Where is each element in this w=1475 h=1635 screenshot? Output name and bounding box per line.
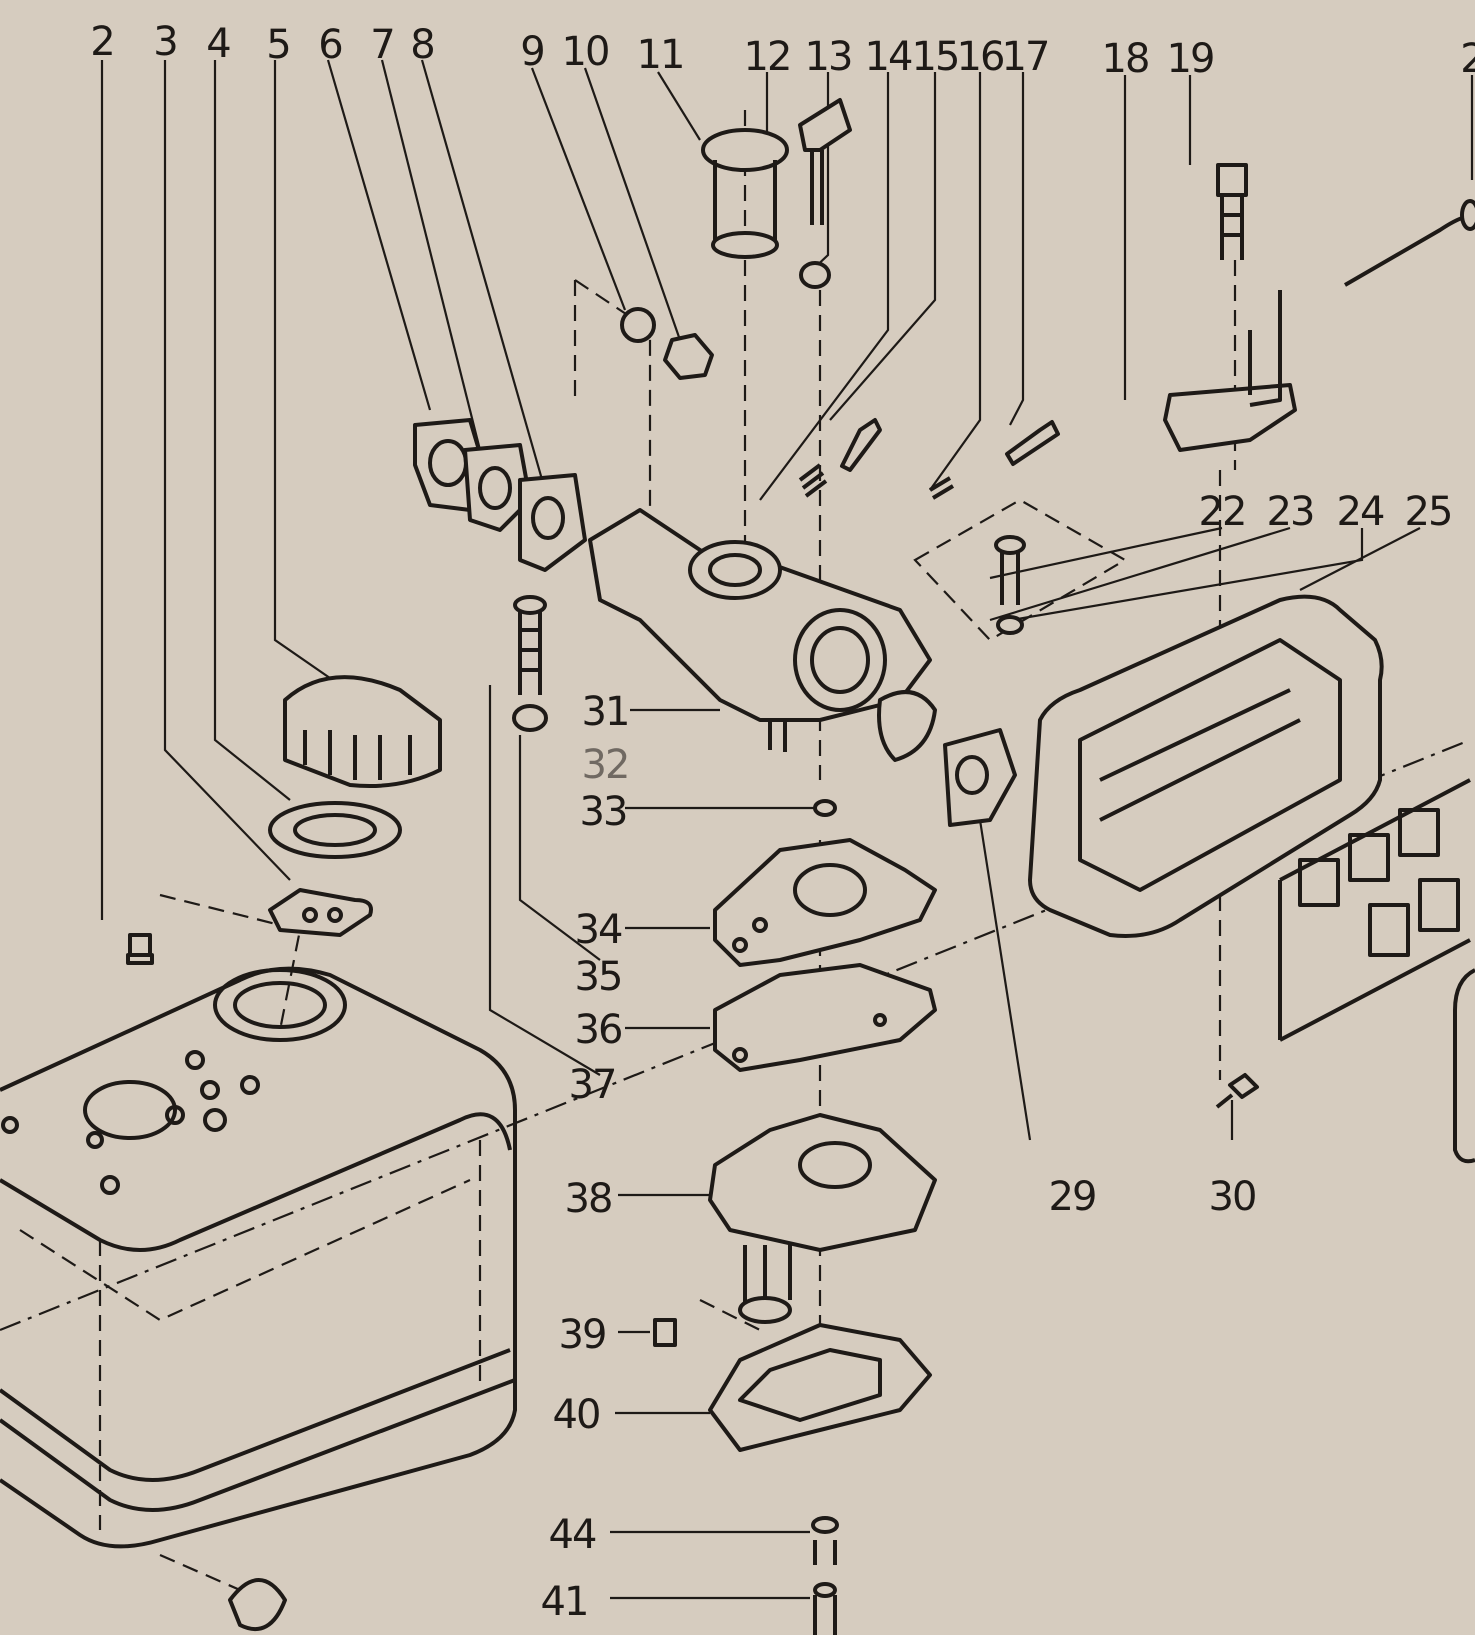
callout-23: 23	[1267, 489, 1314, 535]
carburettor-assembly	[413, 98, 1060, 762]
callout-17: 17	[1002, 34, 1049, 80]
callout-2: 2	[90, 19, 113, 65]
callout-29: 29	[1049, 1174, 1096, 1220]
callout-6: 6	[318, 22, 341, 68]
callout-8: 8	[410, 22, 433, 68]
callout-24: 24	[1337, 489, 1384, 535]
fuel-tank	[0, 966, 517, 1631]
fuel-cap-parts	[126, 675, 442, 965]
callout-3: 3	[153, 19, 176, 65]
callout-7: 7	[370, 22, 393, 68]
callout-44: 44	[549, 1512, 596, 1558]
callout-37: 37	[569, 1062, 616, 1108]
callout-5: 5	[266, 22, 289, 68]
callout-25: 25	[1405, 489, 1452, 535]
callout-15: 15	[912, 34, 959, 80]
callout-19: 19	[1167, 36, 1214, 82]
air-filter	[943, 594, 1475, 1164]
callout-2x: 2	[1460, 36, 1475, 82]
callout-labels: 2 3 4 5 6 7 8 9 10 11 12 13 14 15 16 17 …	[90, 19, 1475, 1625]
callout-18: 18	[1102, 36, 1149, 82]
callout-32: 32	[582, 742, 629, 788]
callout-9: 9	[520, 29, 543, 75]
callout-34: 34	[575, 907, 622, 953]
callout-40: 40	[553, 1392, 600, 1438]
callout-22: 22	[1199, 489, 1246, 535]
callout-10: 10	[562, 29, 609, 75]
callout-39: 39	[559, 1312, 606, 1358]
callout-30: 30	[1209, 1174, 1256, 1220]
fasteners	[512, 163, 1259, 1635]
callout-33: 33	[580, 789, 627, 835]
bracket-and-rod	[1163, 199, 1475, 452]
callout-12: 12	[744, 34, 791, 80]
callout-16: 16	[957, 34, 1004, 80]
callout-4: 4	[206, 21, 230, 67]
pump-plates	[708, 838, 937, 1452]
callout-41: 41	[541, 1579, 588, 1625]
callout-14: 14	[865, 34, 912, 80]
callout-35: 35	[575, 954, 622, 1000]
callout-11: 11	[637, 32, 684, 78]
callout-36: 36	[575, 1007, 622, 1053]
callout-13: 13	[805, 34, 852, 80]
callout-38: 38	[565, 1176, 612, 1222]
callout-31: 31	[582, 689, 629, 735]
